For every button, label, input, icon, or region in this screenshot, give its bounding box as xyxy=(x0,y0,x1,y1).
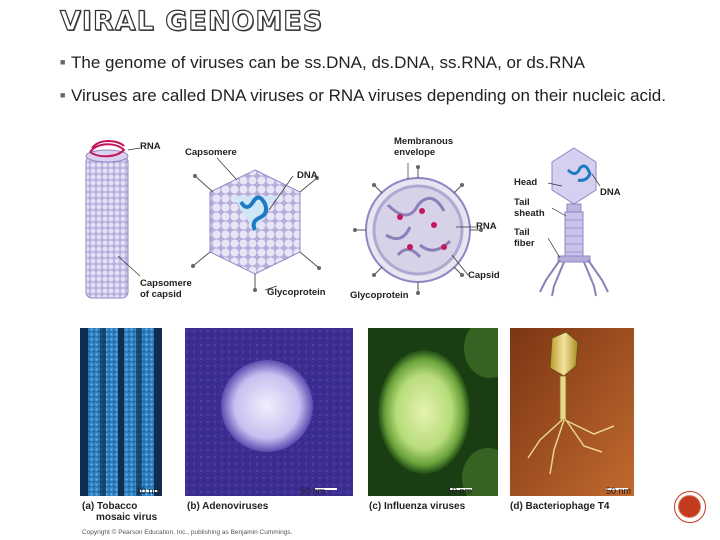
bullet-item: ■ The genome of viruses can be ss.DNA, d… xyxy=(60,52,700,73)
adenovirus-diagram: Capsomere DNA Glycoprotein xyxy=(185,140,345,305)
phage-illustration xyxy=(512,140,632,300)
influenza-envelope-label: Membranous xyxy=(394,137,453,147)
influenza-diagram: Membranous envelope RNA Capsid Glycoprot… xyxy=(348,135,513,305)
tmv-capsomere-label: Capsomere xyxy=(140,279,192,289)
phage-tail-sheath-label-2: sheath xyxy=(514,209,545,219)
influenza-micrograph-image xyxy=(368,328,498,496)
influenza-glycoprotein-label: Glycoprotein xyxy=(350,291,409,301)
tmv-scale-label: 10 nm xyxy=(136,486,161,496)
adeno-caption: (b) Adenoviruses xyxy=(187,501,268,512)
influenza-capsid-label: Capsid xyxy=(468,271,500,281)
phage-scale-label: 50 nm xyxy=(606,486,631,496)
adenovirus-micrograph-image xyxy=(185,328,353,496)
copyright-notice: Copyright © Pearson Education, Inc., pub… xyxy=(82,529,292,536)
phage-tail-fiber-label-2: fiber xyxy=(514,239,535,249)
adeno-dna-label: DNA xyxy=(297,171,318,181)
slide-title: VIRAL GENOMES xyxy=(60,6,323,37)
phage-micrograph-image xyxy=(510,328,634,496)
bullet-marker-icon: ■ xyxy=(60,52,71,73)
nav-circle-icon xyxy=(678,495,701,518)
adeno-scale-label: 50 nm xyxy=(300,486,325,496)
phage-tail-sheath-label: Tail xyxy=(514,198,530,208)
tmv-rna-label: RNA xyxy=(140,142,161,152)
bullet-marker-icon: ■ xyxy=(60,85,71,106)
micrograph-adenovirus xyxy=(185,328,353,496)
tmv-micrograph-image xyxy=(80,328,162,496)
tmv-capsid-label: of capsid xyxy=(140,290,182,300)
micrograph-phage xyxy=(510,328,634,496)
influenza-rna-label: RNA xyxy=(476,222,497,232)
adenovirus-illustration xyxy=(185,140,345,305)
phage-dna-label: DNA xyxy=(600,188,621,198)
phage-head-label: Head xyxy=(514,178,537,188)
micrograph-influenza xyxy=(368,328,498,496)
phage-diagram: Head DNA Tail sheath Tail fiber xyxy=(512,140,632,300)
bullet-item: ■ Viruses are called DNA viruses or RNA … xyxy=(60,85,700,106)
adeno-glycoprotein-label: Glycoprotein xyxy=(267,288,326,298)
bullet-list: ■ The genome of viruses can be ss.DNA, d… xyxy=(60,52,700,118)
micrograph-tmv xyxy=(80,328,162,496)
bullet-text: The genome of viruses can be ss.DNA, ds.… xyxy=(71,52,700,73)
adeno-capsomere-label: Capsomere xyxy=(185,148,237,158)
influenza-envelope-label-2: envelope xyxy=(394,148,435,158)
tmv-caption-2: mosaic virus xyxy=(96,512,157,523)
bullet-text: Viruses are called DNA viruses or RNA vi… xyxy=(71,85,700,106)
slide-nav-button[interactable] xyxy=(674,491,706,523)
influenza-scale-label: 50 nm xyxy=(447,486,472,496)
phage-tail-fiber-label: Tail xyxy=(514,228,530,238)
tmv-caption: (a) Tobacco xyxy=(82,501,137,512)
phage-caption: (d) Bacteriophage T4 xyxy=(510,501,609,512)
influenza-caption: (c) Influenza viruses xyxy=(369,501,465,512)
